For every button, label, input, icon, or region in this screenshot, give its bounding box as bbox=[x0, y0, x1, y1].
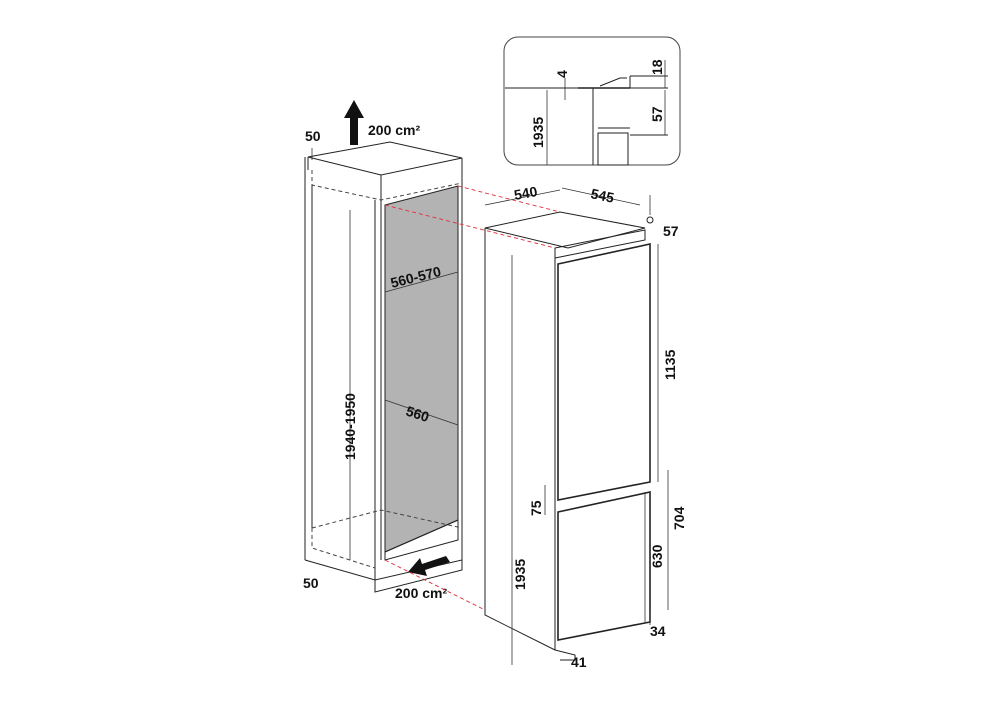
niche-bottom-clearance-label: 50 bbox=[303, 575, 319, 591]
top-box bbox=[307, 141, 463, 176]
inset-top-label: 18 bbox=[649, 59, 665, 75]
niche-cabinet bbox=[304, 100, 463, 593]
lower-section-label: 704 bbox=[671, 506, 687, 530]
niche-top-vent-label: 200 cm² bbox=[368, 122, 420, 138]
in-vent-arrow-icon bbox=[408, 556, 450, 576]
appliance-top-offset-label: 57 bbox=[663, 223, 679, 239]
detail-inset bbox=[503, 36, 681, 166]
appliance-height-label: 1935 bbox=[512, 559, 528, 590]
plinth-label: 34 bbox=[650, 623, 666, 639]
door-gap-label: 75 bbox=[528, 500, 544, 516]
niche-interior bbox=[384, 185, 459, 553]
up-vent-arrow-icon bbox=[344, 100, 364, 145]
niche-height-label: 1940-1950 bbox=[342, 393, 358, 460]
upper-door-label: 1135 bbox=[662, 349, 678, 380]
lower-door-label: 630 bbox=[649, 544, 665, 568]
inset-height-label: 1935 bbox=[530, 117, 546, 148]
appliance-depth-label: 545 bbox=[589, 185, 615, 206]
inset-gap-label: 4 bbox=[554, 70, 570, 78]
appliance-width-label: 540 bbox=[513, 183, 539, 203]
inset-offset-label: 57 bbox=[649, 106, 665, 122]
upper-door bbox=[557, 243, 651, 501]
niche-bottom-vent-label: 200 cm² bbox=[395, 585, 447, 601]
refrigerator bbox=[484, 187, 669, 665]
lower-door bbox=[557, 491, 651, 641]
niche-width-label: 560 bbox=[404, 403, 431, 426]
niche-top-clearance-label: 50 bbox=[305, 128, 321, 144]
foot-label: 41 bbox=[571, 654, 587, 670]
